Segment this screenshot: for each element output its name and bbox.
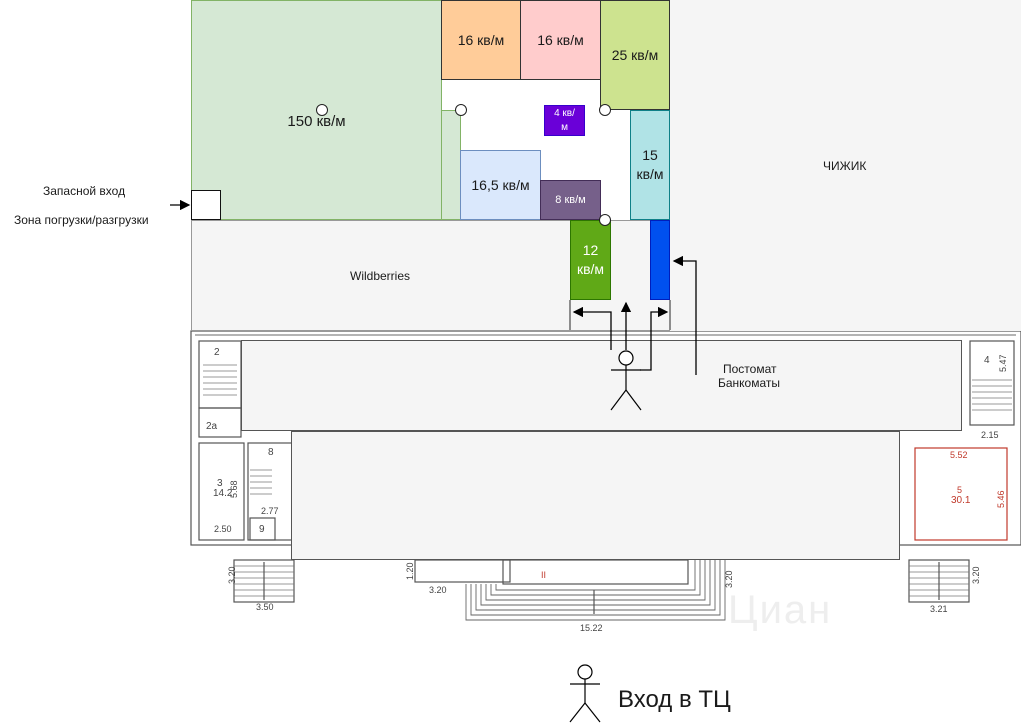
main-stair-width-dim: 15.22: [580, 623, 603, 633]
ramp-width-dim: 3.20: [429, 585, 447, 595]
unit-12[interactable]: 12 кв/м: [570, 220, 611, 300]
room-5-label: 5: [957, 485, 963, 495]
room-5-width-dim: 5.52: [950, 450, 968, 460]
right-entrance-stair: [908, 559, 970, 603]
unit-16-5-label: 16,5 кв/м: [471, 176, 530, 193]
room-3-outline: [198, 442, 245, 541]
unit-150-label: 150 кв/м: [287, 112, 346, 130]
room-3-area: 14.2: [213, 488, 233, 499]
vestibule: [502, 559, 689, 585]
wildberries-label: Wildberries: [350, 269, 411, 283]
room-II-label: II: [541, 570, 547, 580]
corridor-overlay: [241, 340, 962, 431]
room-9-label: 9: [259, 524, 265, 535]
left-stair-width-dim: 3.50: [256, 602, 274, 612]
left-entrance-stair: [233, 559, 295, 603]
room-4-label: 4: [984, 355, 990, 366]
mall-entrance-label: Вход в ТЦ: [618, 686, 731, 713]
unit-16a-label: 16 кв/м: [457, 31, 505, 48]
unit-16b[interactable]: 16 кв/м: [520, 0, 601, 80]
room-3-label: 3: [217, 478, 223, 489]
room-8-label: 8: [268, 447, 274, 458]
unit-4-label: 4 кв/м: [554, 108, 575, 133]
room-5-outline: [914, 447, 1008, 541]
room-4-width-dim: 2.15: [981, 430, 999, 440]
loading-zone-label: Зона погрузки/разгрузки: [14, 213, 149, 227]
room-8-width-dim: 2.77: [261, 506, 279, 516]
arrow-right: [640, 306, 669, 371]
visitor-figure: [610, 350, 642, 411]
entry-pin: [455, 104, 467, 116]
unit-8[interactable]: 8 кв/м: [540, 180, 601, 220]
hall-overlay: [291, 431, 900, 560]
room-5-area: 30.1: [951, 495, 971, 506]
room-9-outline: [249, 517, 276, 541]
unit-16a[interactable]: 16 кв/м: [441, 0, 521, 80]
unit-4[interactable]: 4 кв/м: [544, 105, 585, 136]
entry-pin: [599, 214, 611, 226]
entrance-figure: [569, 664, 601, 723]
unit-8-label: 8 кв/м: [555, 193, 586, 206]
emergency-exit-door[interactable]: [191, 190, 221, 220]
room-4-outline: [969, 340, 1015, 426]
unit-25[interactable]: 25 кв/м: [600, 0, 670, 110]
unit-12-label: 12 кв/м: [576, 242, 605, 277]
room-2a-label: 2a: [206, 421, 218, 432]
ramp: [414, 559, 511, 583]
zone-chizhik[interactable]: ЧИЖИК: [670, 0, 1021, 331]
atm-postomat-block[interactable]: [650, 220, 670, 300]
arrow-left: [572, 306, 612, 350]
atms-label: Банкоматы: [718, 376, 781, 390]
emergency-exit-label: Запасной вход: [43, 184, 126, 198]
unit-15[interactable]: 15 кв/м: [630, 110, 670, 220]
room-2-label: 2: [214, 347, 220, 358]
unit-15-label: 15 кв/м: [636, 147, 664, 182]
postomat-pointer: [672, 255, 697, 375]
entry-pin: [316, 104, 328, 116]
unit-16-5[interactable]: 16,5 кв/м: [460, 150, 541, 220]
entry-pin: [599, 104, 611, 116]
postomat-label: Постомат: [723, 362, 777, 376]
right-stair-width-dim: 3.21: [930, 604, 948, 614]
watermark: Циан: [728, 588, 833, 632]
chizhik-label: ЧИЖИК: [823, 159, 867, 173]
room-3-width-dim: 2.50: [214, 524, 232, 534]
unit-16b-label: 16 кв/м: [537, 31, 584, 48]
unit-25-label: 25 кв/м: [611, 46, 659, 63]
